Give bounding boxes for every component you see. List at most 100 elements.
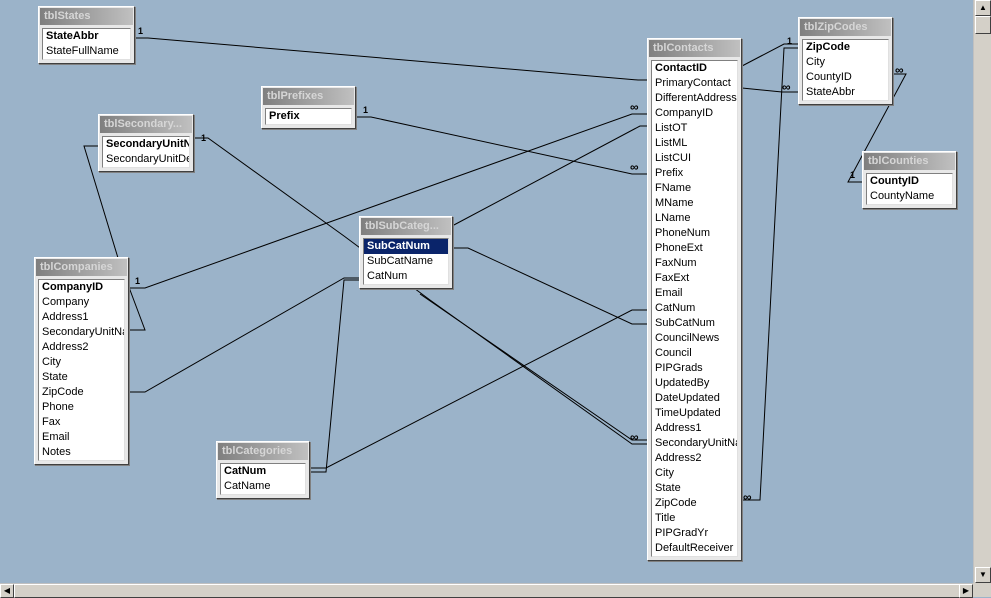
field-City[interactable]: City [806,56,825,68]
field-PIPGradYr[interactable]: PIPGradYr [655,527,709,539]
field-Prefix[interactable]: Prefix [655,167,684,179]
field-SubCatNum[interactable]: SubCatNum [364,239,448,254]
field-list[interactable]: CompanyID Company Address1 SecondaryUnit… [38,279,125,461]
field-SecondaryUnitNa[interactable]: SecondaryUnitNa [655,437,737,449]
field-Address1[interactable]: Address1 [655,422,702,434]
field-SecondaryUnitDe[interactable]: SecondaryUnitDe [106,153,189,165]
field-City[interactable]: City [42,356,61,368]
field-Address2[interactable]: Address2 [42,341,89,353]
table-title[interactable]: tblSubCateg... [361,218,451,235]
cardinality-many: ∞ [895,63,903,77]
vertical-scroll-thumb[interactable] [975,16,991,34]
table-tblCounties[interactable]: tblCounties CountyID CountyName [862,151,957,209]
field-PIPGrads[interactable]: PIPGrads [655,362,703,374]
field-Email[interactable]: Email [42,431,70,443]
horizontal-scrollbar[interactable]: ◀ ▶ [0,583,973,598]
rel-counties-zip [847,73,907,183]
field-ContactID[interactable]: ContactID [655,62,707,74]
field-StateAbbr[interactable]: StateAbbr [46,30,99,42]
field-PrimaryContact[interactable]: PrimaryContact [655,77,731,89]
field-Email[interactable]: Email [655,287,683,299]
field-DifferentAddress[interactable]: DifferentAddress [655,92,737,104]
field-UpdatedBy[interactable]: UpdatedBy [655,377,710,389]
table-title[interactable]: tblStates [40,8,133,25]
field-CatNum[interactable]: CatNum [224,465,267,477]
field-CompanyID[interactable]: CompanyID [42,281,104,293]
table-title[interactable]: tblContacts [649,40,740,57]
field-MName[interactable]: MName [655,197,694,209]
table-title[interactable]: tblZipCodes [800,19,891,36]
field-Fax[interactable]: Fax [42,416,61,428]
field-State[interactable]: State [655,482,681,494]
field-Prefix[interactable]: Prefix [269,110,300,122]
field-StateFullName[interactable]: StateFullName [46,45,119,57]
field-SubCatNum[interactable]: SubCatNum [655,317,715,329]
field-Notes[interactable]: Notes [42,446,71,458]
scroll-up-button[interactable]: ▲ [975,0,991,16]
field-Address2[interactable]: Address2 [655,452,702,464]
field-SecondaryUnitNa[interactable]: SecondaryUnitNa [42,326,124,338]
table-title[interactable]: tblSecondary... [100,116,192,133]
field-CompanyID[interactable]: CompanyID [655,107,714,119]
field-list[interactable]: SecondaryUnitNa SecondaryUnitDe [102,136,190,168]
field-DefaultReceiver[interactable]: DefaultReceiver [655,542,734,554]
field-PhoneNum[interactable]: PhoneNum [655,227,711,239]
field-ZipCode[interactable]: ZipCode [655,497,697,509]
table-tblPrefixes[interactable]: tblPrefixes Prefix [261,86,356,129]
field-SecondaryUnitNa[interactable]: SecondaryUnitNa [106,138,189,150]
field-CatName[interactable]: CatName [224,480,271,492]
field-CountyName[interactable]: CountyName [870,190,935,202]
field-PhoneExt[interactable]: PhoneExt [655,242,703,254]
table-tblCategories[interactable]: tblCategories CatNum CatName [216,441,310,499]
field-ZipCode[interactable]: ZipCode [806,41,850,53]
table-tblSubCategories[interactable]: tblSubCateg... SubCatNum SubCatName CatN… [359,216,453,289]
field-list[interactable]: SubCatNum SubCatName CatNum [363,238,449,285]
field-CatNum[interactable]: CatNum [655,302,696,314]
table-title[interactable]: tblCounties [864,153,955,170]
field-Phone[interactable]: Phone [42,401,74,413]
field-TimeUpdated[interactable]: TimeUpdated [655,407,721,419]
scroll-right-button[interactable]: ▶ [959,584,973,598]
field-Address1[interactable]: Address1 [42,311,89,323]
scroll-down-button[interactable]: ▼ [975,567,991,583]
cardinality-many: ∞ [630,100,638,114]
field-ListOT[interactable]: ListOT [655,122,688,134]
table-tblCompanies[interactable]: tblCompanies CompanyID Company Address1 … [34,257,129,465]
table-tblContacts[interactable]: tblContacts ContactID PrimaryContact Dif… [647,38,742,561]
field-City[interactable]: City [655,467,674,479]
scroll-left-button[interactable]: ◀ [0,584,14,598]
field-ZipCode[interactable]: ZipCode [42,386,84,398]
field-FaxExt[interactable]: FaxExt [655,272,690,284]
field-ListML[interactable]: ListML [655,137,688,149]
table-tblStates[interactable]: tblStates StateAbbr StateFullName [38,6,135,64]
table-tblZipCodes[interactable]: tblZipCodes ZipCode City CountyID StateA… [798,17,893,105]
field-ListCUI[interactable]: ListCUI [655,152,692,164]
field-CountyID[interactable]: CountyID [870,175,919,187]
field-StateAbbr[interactable]: StateAbbr [806,86,855,98]
field-DateUpdated[interactable]: DateUpdated [655,392,720,404]
field-Company[interactable]: Company [42,296,90,308]
table-title[interactable]: tblPrefixes [263,88,354,105]
relationships-canvas[interactable]: 1 1 1 1 1 1 ∞ ∞ ∞ ∞ ∞ ∞ tblStates StateA… [0,0,973,583]
field-list[interactable]: Prefix [265,108,352,125]
field-list[interactable]: CountyID CountyName [866,173,953,205]
table-title[interactable]: tblCategories [218,443,308,460]
field-CountyID[interactable]: CountyID [806,71,852,83]
field-list[interactable]: ZipCode City CountyID StateAbbr [802,39,889,101]
field-list[interactable]: StateAbbr StateFullName [42,28,131,60]
field-list[interactable]: ContactID PrimaryContact DifferentAddres… [651,60,738,557]
field-LName[interactable]: LName [655,212,691,224]
field-CatNum[interactable]: CatNum [367,270,408,282]
table-tblSecondaryUnits[interactable]: tblSecondary... SecondaryUnitNa Secondar… [98,114,194,172]
horizontal-scroll-thumb[interactable] [14,584,966,598]
field-SubCatName[interactable]: SubCatName [367,255,434,267]
field-CouncilNews[interactable]: CouncilNews [655,332,720,344]
table-title[interactable]: tblCompanies [36,259,127,276]
field-Council[interactable]: Council [655,347,692,359]
field-State[interactable]: State [42,371,68,383]
vertical-scrollbar[interactable]: ▲ ▼ [973,0,991,583]
field-Title[interactable]: Title [655,512,676,524]
field-FName[interactable]: FName [655,182,692,194]
field-FaxNum[interactable]: FaxNum [655,257,697,269]
field-list[interactable]: CatNum CatName [220,463,306,495]
